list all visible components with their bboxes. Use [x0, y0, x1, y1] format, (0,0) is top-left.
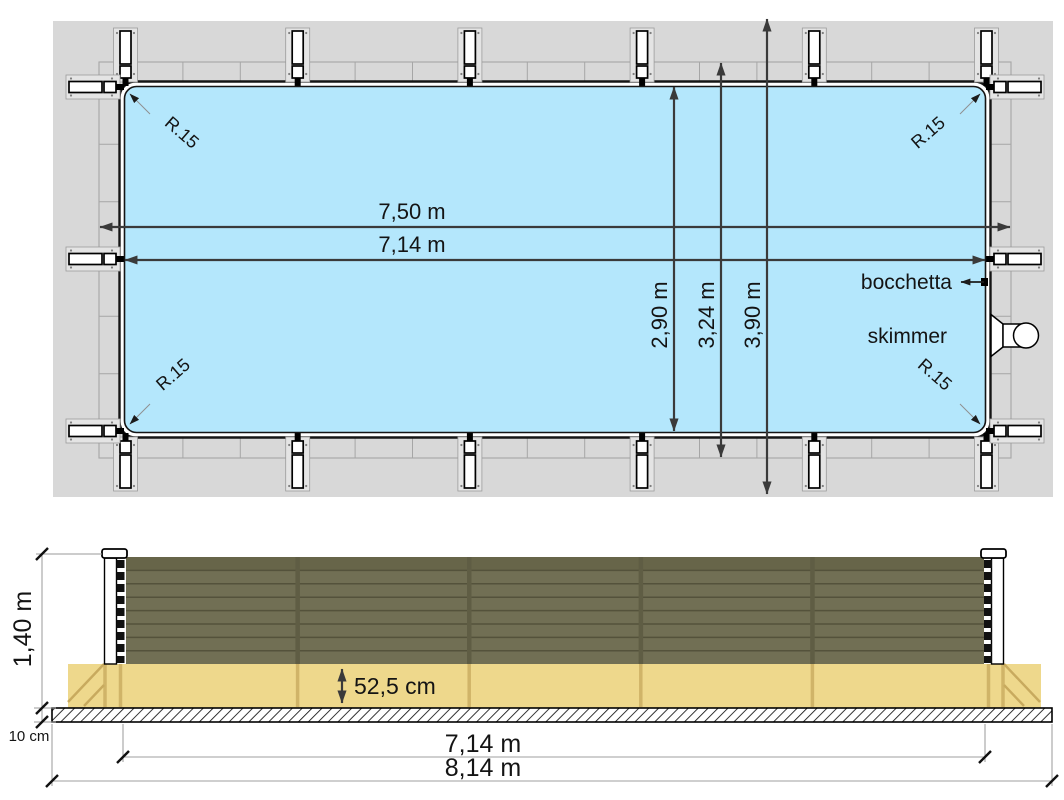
brace-left	[65, 74, 125, 100]
dim-frame-length-label: 3,24 m	[694, 281, 719, 348]
wall-panel-dividers	[295, 557, 815, 664]
sand-layer	[68, 664, 1041, 708]
ground-slab	[51, 707, 1053, 723]
brace-bottom	[284, 432, 311, 492]
brace-top	[284, 27, 311, 87]
dim-section-inner-width-label: 7,14 m	[445, 730, 521, 758]
dim-deck-length-label: 3,90 m	[740, 281, 765, 348]
brace-bottom	[629, 432, 655, 492]
dim-sand-thickness-label: 52,5 cm	[354, 673, 436, 699]
left-post	[101, 548, 128, 665]
skimmer-label: skimmer	[868, 325, 947, 348]
brace-bottom	[457, 432, 483, 492]
dim-wall-height-label: 1,40 m	[9, 591, 37, 667]
dim-inner-length-label: 2,90 m	[647, 281, 672, 348]
brace-top	[801, 27, 828, 87]
dim-outer-width-label: 7,50 m	[378, 199, 445, 224]
wood-wall	[126, 557, 984, 664]
brace-right	[985, 74, 1045, 100]
section-view: 1,40 m 10 cm 52,5 cm 7,14 m 8,14 m	[9, 546, 1060, 789]
dim-slab-thickness-label: 10 cm	[9, 728, 50, 745]
deck-frame-joints	[99, 62, 1011, 458]
brace-left	[65, 418, 125, 444]
inlet-label: bocchetta	[861, 271, 952, 294]
brace-right	[985, 246, 1045, 272]
dim-inner-width-label: 7,14 m	[378, 232, 445, 257]
brace-right	[985, 418, 1045, 444]
right-post	[980, 548, 1007, 665]
inlet-mark	[981, 278, 988, 286]
brace-top	[629, 27, 655, 87]
brace-left	[65, 246, 125, 272]
brace-top	[457, 27, 483, 87]
skimmer-icon	[990, 312, 1040, 359]
plan-view: R.15 R.15 R.15 R.15 bocchetta skimmer 7,…	[53, 18, 1053, 497]
dim-section-outer-width-label: 8,14 m	[445, 754, 521, 782]
section-dimensions: 1,40 m 10 cm 52,5 cm 7,14 m 8,14 m	[9, 546, 1060, 789]
brace-bottom	[801, 432, 828, 492]
sand-brace-lines	[67, 663, 1041, 707]
plan-dimensions: 7,50 m 7,14 m 2,90 m 3,24 m 3,90 m	[99, 18, 1011, 495]
sand-structure-lines	[103, 664, 1005, 707]
